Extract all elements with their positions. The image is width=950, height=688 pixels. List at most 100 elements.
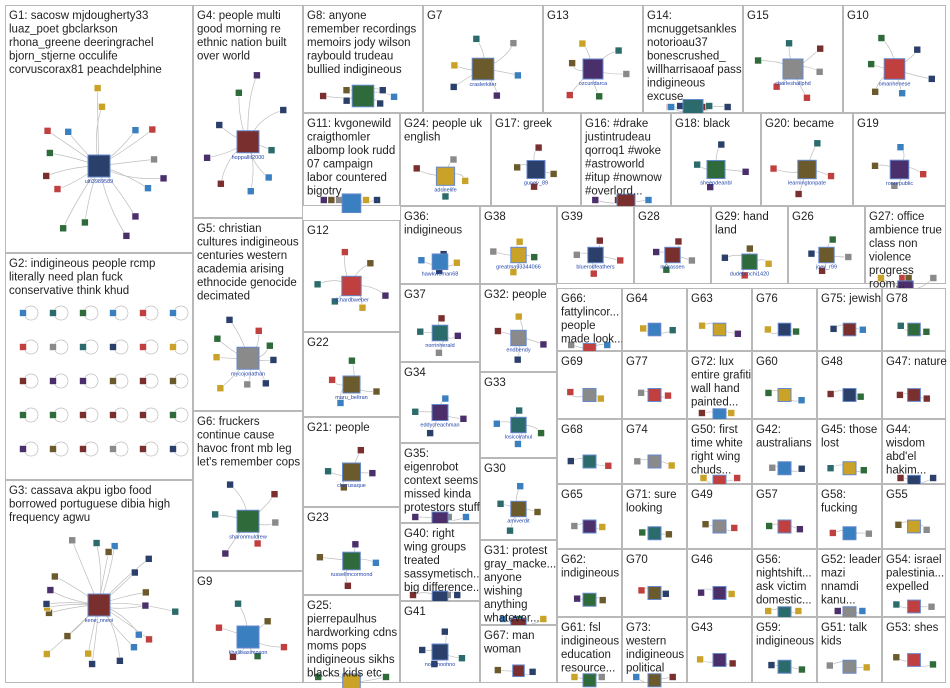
- hub-avatar[interactable]: [511, 501, 526, 516]
- hub-avatar[interactable]: [237, 626, 259, 648]
- hub-avatar[interactable]: [713, 520, 726, 533]
- user-node[interactable]: [325, 468, 332, 475]
- user-node[interactable]: [170, 412, 177, 419]
- user-node[interactable]: [20, 310, 27, 317]
- user-node[interactable]: [863, 664, 870, 671]
- user-node[interactable]: [688, 257, 695, 264]
- user-node[interactable]: [227, 481, 234, 488]
- user-node[interactable]: [638, 587, 645, 594]
- user-node[interactable]: [634, 458, 641, 465]
- user-node[interactable]: [383, 674, 390, 681]
- user-node[interactable]: [98, 103, 105, 110]
- user-node[interactable]: [497, 500, 504, 507]
- hub-avatar[interactable]: [843, 323, 856, 336]
- user-node[interactable]: [734, 475, 741, 482]
- user-node[interactable]: [830, 325, 837, 332]
- user-node[interactable]: [923, 395, 930, 402]
- user-node[interactable]: [377, 100, 384, 107]
- hub-avatar[interactable]: [583, 674, 596, 687]
- user-node[interactable]: [343, 87, 350, 94]
- user-node[interactable]: [579, 40, 586, 47]
- user-node[interactable]: [50, 310, 57, 317]
- hub-avatar[interactable]: [583, 455, 596, 468]
- hub-avatar[interactable]: [778, 323, 791, 336]
- user-node[interactable]: [142, 602, 149, 609]
- user-node[interactable]: [816, 68, 823, 75]
- user-node[interactable]: [217, 385, 224, 392]
- hub-avatar[interactable]: [527, 161, 545, 179]
- user-node[interactable]: [135, 631, 142, 638]
- user-node[interactable]: [734, 330, 741, 337]
- user-node[interactable]: [51, 573, 58, 580]
- user-node[interactable]: [438, 315, 445, 322]
- user-node[interactable]: [60, 225, 67, 232]
- user-node[interactable]: [144, 185, 151, 192]
- user-node[interactable]: [639, 529, 646, 536]
- user-node[interactable]: [329, 376, 336, 383]
- user-node[interactable]: [860, 467, 867, 474]
- user-node[interactable]: [702, 521, 709, 528]
- user-node[interactable]: [514, 356, 521, 363]
- user-node[interactable]: [638, 389, 645, 396]
- user-node[interactable]: [419, 646, 426, 653]
- user-node[interactable]: [697, 656, 704, 663]
- user-node[interactable]: [441, 628, 448, 635]
- user-node[interactable]: [724, 104, 731, 111]
- hub-avatar[interactable]: [583, 389, 596, 402]
- user-node[interactable]: [765, 260, 772, 267]
- user-node[interactable]: [458, 655, 465, 662]
- user-node[interactable]: [140, 310, 147, 317]
- user-node[interactable]: [826, 662, 833, 669]
- user-node[interactable]: [675, 238, 682, 245]
- user-node[interactable]: [435, 349, 442, 356]
- user-node[interactable]: [473, 35, 480, 42]
- user-node[interactable]: [140, 344, 147, 351]
- user-node[interactable]: [764, 326, 771, 333]
- hub-avatar[interactable]: [778, 462, 791, 475]
- user-node[interactable]: [170, 344, 177, 351]
- user-node[interactable]: [450, 83, 457, 90]
- user-node[interactable]: [123, 232, 130, 239]
- user-node[interactable]: [80, 446, 87, 453]
- hub-avatar[interactable]: [88, 594, 110, 616]
- user-node[interactable]: [617, 257, 624, 264]
- user-node[interactable]: [834, 608, 841, 615]
- user-node[interactable]: [798, 397, 805, 404]
- user-node[interactable]: [567, 389, 574, 396]
- user-node[interactable]: [265, 174, 272, 181]
- user-node[interactable]: [795, 191, 802, 198]
- user-node[interactable]: [80, 344, 87, 351]
- user-node[interactable]: [930, 475, 937, 482]
- hub-avatar[interactable]: [798, 160, 816, 178]
- user-node[interactable]: [640, 325, 647, 332]
- user-node[interactable]: [369, 470, 376, 477]
- user-node[interactable]: [413, 165, 420, 172]
- user-node[interactable]: [928, 75, 935, 82]
- user-node[interactable]: [80, 412, 87, 419]
- user-node[interactable]: [859, 326, 866, 333]
- user-node[interactable]: [110, 378, 117, 385]
- user-node[interactable]: [427, 430, 434, 437]
- hub-avatar[interactable]: [648, 389, 661, 402]
- user-node[interactable]: [247, 188, 254, 195]
- user-node[interactable]: [923, 526, 930, 533]
- user-node[interactable]: [529, 668, 536, 675]
- user-node[interactable]: [50, 412, 57, 419]
- user-node[interactable]: [363, 197, 370, 204]
- user-node[interactable]: [566, 92, 573, 99]
- user-node[interactable]: [895, 521, 902, 528]
- user-node[interactable]: [796, 526, 803, 533]
- user-node[interactable]: [668, 462, 675, 469]
- user-node[interactable]: [453, 259, 460, 266]
- user-node[interactable]: [535, 144, 542, 151]
- user-node[interactable]: [215, 624, 222, 631]
- user-node[interactable]: [928, 603, 935, 610]
- user-node[interactable]: [868, 61, 875, 68]
- user-node[interactable]: [623, 70, 630, 77]
- user-node[interactable]: [44, 127, 51, 134]
- user-node[interactable]: [765, 389, 772, 396]
- user-node[interactable]: [516, 238, 523, 245]
- user-node[interactable]: [442, 395, 449, 402]
- user-node[interactable]: [105, 548, 112, 555]
- hub-avatar[interactable]: [432, 254, 448, 270]
